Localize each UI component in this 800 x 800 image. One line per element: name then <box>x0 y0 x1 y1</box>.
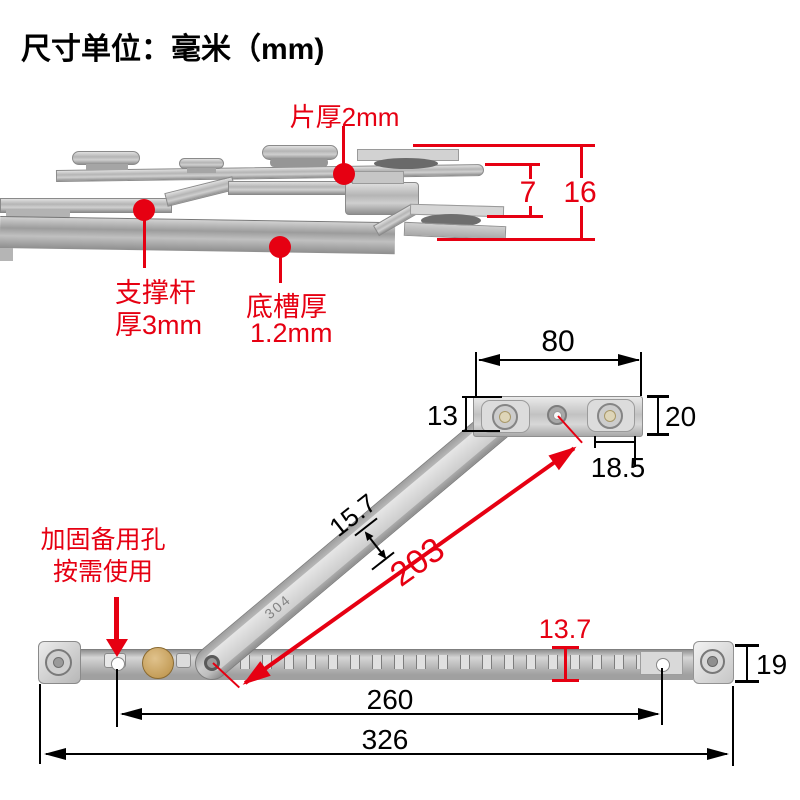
dim-16-top-line <box>413 144 595 147</box>
dim-80-label: 80 <box>541 325 575 358</box>
support-arm-thickness-label: 厚3mm <box>115 310 202 340</box>
dim-20-cap <box>647 433 669 436</box>
photo-support-arm-right <box>228 181 354 195</box>
track-notch-row <box>228 655 680 669</box>
brass-knob <box>142 647 174 679</box>
rivet-cap-icon <box>72 151 140 165</box>
dim-7-top-line <box>485 163 540 166</box>
callout-dot-icon <box>333 163 355 185</box>
spare-hole-note-line2: 按需使用 <box>52 558 153 586</box>
dim-13-7-line <box>564 646 567 682</box>
dim-7-stub <box>529 166 532 179</box>
dim-20-label: 20 <box>665 401 697 432</box>
dim-16-stub <box>580 147 583 178</box>
callout-dot-icon <box>133 199 155 221</box>
spare-hole-arrow-shaft <box>114 597 119 641</box>
bracket-left-screw-center <box>499 411 511 423</box>
track-slot <box>176 653 191 668</box>
channel-thickness-value: 1.2mm <box>250 318 333 348</box>
leader-line <box>342 126 345 166</box>
photo-support-arm-bend <box>164 176 236 207</box>
stay-arm: 304 <box>188 394 528 687</box>
right-endcap-screw-center <box>707 656 718 667</box>
arrowhead-icon <box>618 354 640 366</box>
page-title: 尺寸单位：毫米（mm) <box>21 33 325 66</box>
dim-19-label: 19 <box>756 649 788 680</box>
dim-326-label: 326 <box>361 724 409 755</box>
bracket-right-screw <box>597 403 623 429</box>
dim-16-stub <box>580 206 583 238</box>
spare-hole-note-line1: 加固备用孔 <box>40 526 166 554</box>
dim-16-label: 16 <box>563 176 597 209</box>
photo-bottom-channel-bar <box>0 216 396 255</box>
photo-channel-tab <box>0 248 13 261</box>
dim-260-line <box>122 713 658 715</box>
rivet-stem <box>270 158 328 167</box>
dim-13-label: 13 <box>426 400 458 431</box>
arrowhead-icon <box>707 748 729 760</box>
dim-16-bottom-line <box>437 238 595 241</box>
rivet-disc <box>374 158 438 169</box>
dim-326-line <box>46 753 727 755</box>
dim-18-5-line <box>595 441 636 443</box>
rivet-stem <box>86 164 128 170</box>
dim-80-line <box>479 359 639 361</box>
callout-dot-icon <box>269 236 291 258</box>
dim-7-bottom-line <box>487 215 543 218</box>
spare-hole <box>111 657 125 671</box>
dim-80-ext <box>640 352 642 396</box>
dim-13-7-cap <box>552 679 579 682</box>
dim-19-line <box>746 644 748 683</box>
support-arm-label: 支撑杆 <box>115 278 196 308</box>
arrowhead-icon <box>478 354 500 366</box>
dim-13-7-label: 13.7 <box>538 614 592 644</box>
stay-arm-groove <box>201 407 515 675</box>
arrowhead-icon <box>638 708 660 720</box>
spare-hole-note: 加固备用孔 按需使用 <box>40 524 166 588</box>
leader-line <box>143 220 146 268</box>
channel-thickness-label: 底槽厚 <box>246 292 327 322</box>
bracket-right-screw-center <box>604 410 616 422</box>
dim-7-label: 7 <box>519 176 537 209</box>
dim-13-cap <box>462 430 500 432</box>
arrowhead-icon <box>44 748 66 760</box>
dim-13-cap <box>462 396 502 398</box>
dim-326-ext <box>732 686 734 766</box>
dim-260-ext <box>116 669 118 727</box>
left-endcap-screw-center <box>53 657 64 668</box>
dim-260-ext <box>661 668 663 725</box>
dim-18-5-tick <box>634 436 636 467</box>
arrowhead-icon <box>106 639 128 657</box>
leader-line <box>279 257 282 283</box>
arrowhead-icon <box>548 439 582 471</box>
track-shadow <box>80 675 693 680</box>
dim-80-ext <box>475 352 477 396</box>
end-hole <box>656 658 670 672</box>
dim-260-label: 260 <box>366 684 414 715</box>
dim-7-stub <box>529 206 532 218</box>
arrowhead-icon <box>120 708 142 720</box>
rivet-stem <box>187 168 216 173</box>
dim-326-ext <box>39 684 41 764</box>
dim-13-line <box>465 396 467 432</box>
dim-18-5-label: 18.5 <box>590 452 646 483</box>
photo-joint-plate <box>352 171 404 184</box>
dim-19-cap <box>735 680 759 683</box>
dim-20-line <box>657 395 659 436</box>
